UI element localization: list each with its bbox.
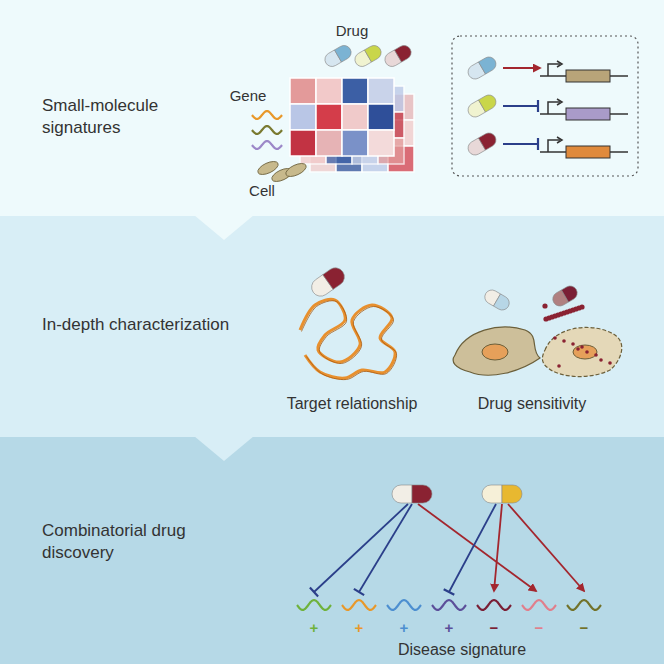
inhibition-line — [503, 143, 538, 145]
sign-mark: + — [355, 619, 364, 636]
drug-dot — [585, 350, 589, 354]
drug-dot — [557, 364, 561, 368]
inhibition-bar — [444, 589, 455, 595]
drug-dot — [576, 347, 580, 351]
sign-mark: − — [490, 619, 499, 636]
matrix-cell — [368, 130, 394, 156]
promoter-head — [557, 61, 562, 67]
stage-title: In-depth characterization — [42, 314, 242, 336]
sign-mark: + — [400, 619, 409, 636]
stage-title: Small-molecule signatures — [42, 95, 232, 139]
promoter-head — [557, 137, 562, 143]
cell-resistant — [453, 327, 540, 375]
drug-dot — [599, 358, 603, 362]
drug-dot — [542, 303, 547, 308]
inhibition-line — [503, 105, 538, 107]
drug-dot — [553, 336, 557, 340]
drug-pill — [382, 43, 413, 69]
drug-pill — [352, 43, 383, 69]
chevron — [194, 436, 254, 461]
matrix-cell — [316, 130, 342, 156]
matrix-cell — [368, 78, 394, 104]
cell-sensitive — [542, 327, 621, 376]
gene-box — [566, 108, 610, 120]
band-fill — [0, 216, 664, 437]
drug-pill — [466, 92, 499, 119]
drug-dot — [562, 339, 566, 343]
gene-wave — [252, 126, 282, 134]
sign-mark: + — [310, 619, 319, 636]
drug-dot — [580, 345, 584, 349]
gene-wave — [297, 600, 331, 610]
drug-dot — [543, 316, 548, 321]
inhibition-line — [314, 504, 408, 592]
nucleus — [573, 345, 597, 359]
sign-mark: − — [580, 619, 589, 636]
drug-pill — [482, 287, 512, 312]
sign-mark: − — [535, 619, 544, 636]
nucleus — [482, 344, 508, 360]
matrix-cell — [290, 104, 316, 130]
stage-band: Combinatorial drug discovery — [0, 437, 664, 664]
matrix-cell — [316, 104, 342, 130]
inhibition-line — [449, 504, 496, 592]
gene-wave — [252, 141, 282, 149]
drug-dot — [594, 353, 598, 357]
drug-pill — [392, 485, 432, 503]
gene-wave — [432, 600, 466, 610]
gene-box — [566, 70, 610, 82]
sign-mark: + — [445, 619, 454, 636]
figure-label: Drug sensitivity — [478, 395, 586, 413]
activation-arrow — [508, 504, 584, 591]
drug-pill — [466, 54, 499, 81]
inhibition-bar — [354, 589, 364, 595]
matrix-cell — [342, 104, 368, 130]
stage-band: Small-molecule signatures — [0, 0, 664, 216]
figure-label: Drug — [336, 22, 369, 39]
matrix-cell — [368, 104, 394, 130]
promoter-head — [557, 99, 562, 105]
cell-icon — [284, 161, 308, 179]
band-fill — [0, 437, 664, 664]
figure-label: Disease signature — [398, 641, 526, 659]
gene-wave — [252, 111, 282, 119]
drug-dot — [608, 361, 612, 365]
drug-pill — [308, 264, 348, 299]
figure-label: Gene — [230, 87, 267, 104]
gene-wave — [567, 600, 601, 610]
gene-box — [566, 146, 610, 158]
inhibition-bar — [537, 138, 539, 150]
dashed-frame — [452, 36, 638, 176]
drug-pill — [482, 485, 522, 503]
band-fill — [0, 0, 664, 216]
matrix-cell — [342, 130, 368, 156]
stage-title: Combinatorial drug discovery — [42, 520, 192, 564]
matrix-cell — [290, 130, 316, 156]
figure-label: Target relationship — [287, 395, 418, 413]
gene-wave — [522, 600, 556, 610]
inhibition-bar — [537, 100, 539, 112]
drug-dot — [571, 342, 575, 346]
gene-wave — [342, 600, 376, 610]
activation-arrow — [503, 67, 540, 69]
drug-pill — [322, 43, 353, 69]
figure-label: Cell — [249, 182, 275, 199]
drug-pill — [466, 130, 499, 157]
matrix-cell — [342, 78, 368, 104]
protein-shade — [302, 301, 397, 380]
gene-wave — [477, 600, 511, 610]
gene-wave — [387, 600, 421, 610]
matrix-cell — [290, 78, 316, 104]
matrix-cell — [316, 78, 342, 104]
chevron — [194, 215, 254, 240]
inhibition-line — [359, 504, 412, 592]
inhibition-bar — [310, 588, 318, 597]
protein-target — [300, 299, 395, 378]
activation-arrow — [494, 504, 502, 591]
drug-pill — [550, 283, 580, 308]
